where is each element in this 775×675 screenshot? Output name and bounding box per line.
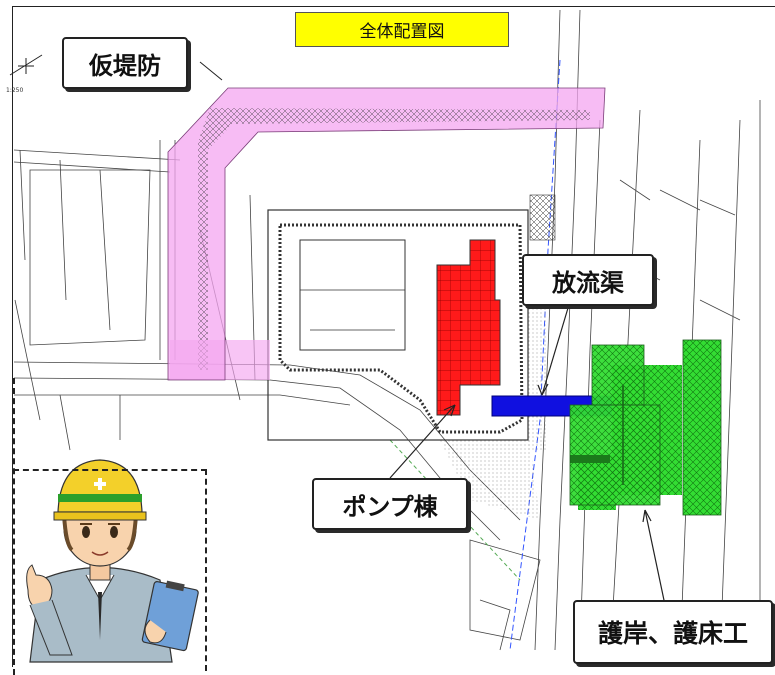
label-temporary-embankment: 仮堤防 xyxy=(62,37,188,89)
scale-text: 1:250 xyxy=(6,87,24,94)
embankment-leader-line xyxy=(199,61,223,81)
character-panel-left-border xyxy=(13,378,15,675)
clipboard-icon xyxy=(141,580,199,652)
drawing-title: 全体配置図 xyxy=(295,12,509,47)
pump-leader-line xyxy=(389,404,456,479)
pump-building-area xyxy=(436,239,501,416)
channel-leader-line xyxy=(541,307,569,396)
label-revetment: 護岸、護床工 xyxy=(573,600,773,664)
revetment-leader-line xyxy=(644,509,666,606)
label-discharge-channel: 放流渠 xyxy=(522,254,654,306)
character-panel-border xyxy=(13,469,207,671)
north-arrow-icon xyxy=(9,54,43,76)
label-pump-building: ポンプ棟 xyxy=(312,478,468,530)
drawing-frame xyxy=(12,6,775,667)
temporary-embankment-area xyxy=(167,87,606,381)
revetment-area xyxy=(569,339,722,516)
facility-enclosure xyxy=(267,194,556,520)
worker-character-icon xyxy=(26,459,173,663)
